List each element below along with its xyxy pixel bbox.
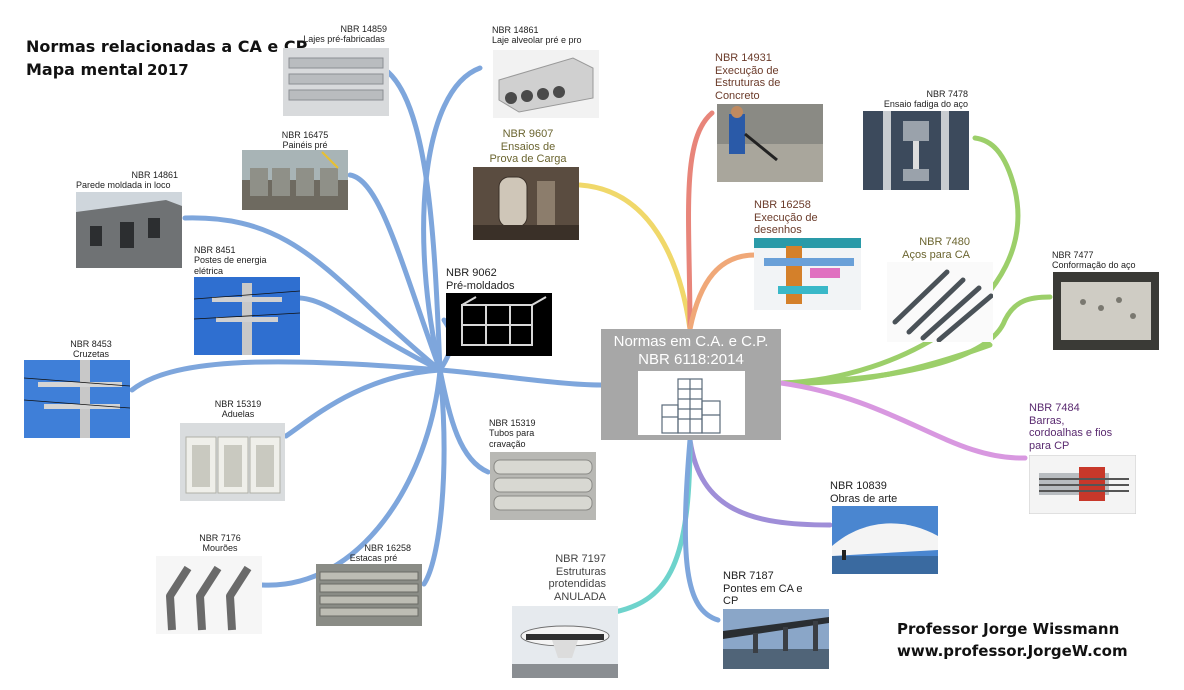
branch-nbr7484 [778, 380, 1028, 461]
picture-fence-posts [156, 556, 262, 634]
author-website: www.professor.JorgeW.com [897, 642, 1128, 660]
picture-jacking-pipes [490, 452, 596, 520]
label-nbr15319b: NBR 15319 Tubos para cravação [489, 418, 536, 449]
label-nbr14861b: NBR 14861 Parede moldada in loco [76, 170, 178, 191]
branch-hub [437, 367, 604, 388]
label-nbr14859: NBR 14859 Lajes pré-fabricadas [303, 24, 387, 45]
branch-nbr16258a [421, 367, 447, 587]
label-nbr10839: NBR 10839 Obras de arte [830, 480, 898, 505]
branch-nbr7176 [259, 367, 443, 588]
center-node[interactable]: Normas em C.A. e C.P. NBR 6118:2014 [601, 329, 781, 440]
branch-nbr15319b [437, 367, 491, 475]
picture-cast-wall [76, 192, 182, 268]
branch-nbr8451 [297, 295, 443, 373]
label-nbr16258a: NBR 16258 Estacas pré [349, 543, 411, 564]
branch-nbr14859 [385, 69, 443, 373]
picture-hollow-core-slab [493, 50, 599, 118]
map-year: 2017 [147, 61, 189, 79]
label-nbr14861a: NBR 14861 Laje alveolar pré e pro [492, 25, 582, 46]
picture-precast-panels [242, 150, 348, 210]
label-nbr16258b: NBR 16258 Execução de desenhos [754, 199, 818, 237]
label-nbr14931: NBR 14931 Execução de Estruturas de Conc… [715, 52, 781, 102]
label-nbr7197: NBR 7197 Estruturas protendidas ANULADA [548, 553, 607, 603]
branch-nbr16475 [347, 172, 443, 373]
picture-precast-piles [316, 564, 422, 626]
picture-steel-conformation [1053, 272, 1159, 350]
branch-nbr7197 [612, 437, 693, 615]
label-nbr7187: NBR 7187 Pontes em CA e CP [723, 570, 803, 608]
branch-nbr14861b [182, 215, 443, 373]
branch-nbr10839 [687, 437, 833, 528]
label-nbr8451: NBR 8451 Postes de energia elétrica [194, 245, 267, 276]
branch-nbr14931 [686, 110, 715, 332]
label-nbr7478: NBR 7478 Ensaio fadiga do aço [883, 89, 968, 110]
branch-nbr15319a [283, 367, 443, 439]
label-nbr7484: NBR 7484 Barras, cordoalhas e fios para … [1029, 402, 1113, 452]
label-nbr7477: NBR 7477 Conformação do aço [1052, 250, 1136, 271]
picture-auditorium [832, 506, 938, 574]
map-subtitle: Mapa mental [26, 60, 144, 79]
label-nbr9062: NBR 9062 Pré-moldados [446, 267, 515, 292]
picture-power-poles [194, 277, 300, 355]
label-nbr7176: NBR 7176 Mourões [199, 533, 241, 554]
branch-nbr8453 [129, 359, 443, 393]
branch-nbr7187 [682, 437, 721, 623]
picture-museum-niteroi [512, 606, 618, 678]
picture-precast-slabs [283, 48, 389, 116]
author-name: Professor Jorge Wissmann [897, 620, 1120, 638]
branch-nbr16258b [687, 252, 758, 332]
label-nbr7480: NBR 7480 Aços para CA [902, 236, 970, 261]
picture-drawing-3d [754, 238, 861, 310]
map-title: Normas relacionadas a CA e CP [26, 37, 308, 56]
branch-nbr9607 [577, 182, 693, 332]
picture-load-test [473, 167, 579, 240]
picture-concrete-pouring [717, 104, 823, 182]
branch-nbr7478 [778, 135, 1021, 386]
picture-strands [1029, 455, 1136, 514]
picture-precast-frame [446, 293, 552, 356]
picture-bridge [723, 609, 829, 669]
label-nbr16475: NBR 16475 Painéis pré [281, 130, 329, 151]
branch-nbr14861a [421, 65, 483, 373]
center-building-picture [638, 371, 745, 435]
picture-culverts [180, 423, 285, 501]
picture-crossarms [24, 360, 130, 438]
label-nbr9607: NBR 9607 Ensaios de Prova de Carga [489, 128, 567, 166]
picture-fatigue-test [863, 111, 969, 190]
label-nbr8453: NBR 8453 Cruzetas [70, 339, 112, 360]
label-nbr15319a: NBR 15319 Aduelas [214, 399, 262, 420]
picture-rebar [887, 262, 993, 342]
center-node-title: Normas em C.A. e C.P. NBR 6118:2014 [613, 333, 769, 368]
